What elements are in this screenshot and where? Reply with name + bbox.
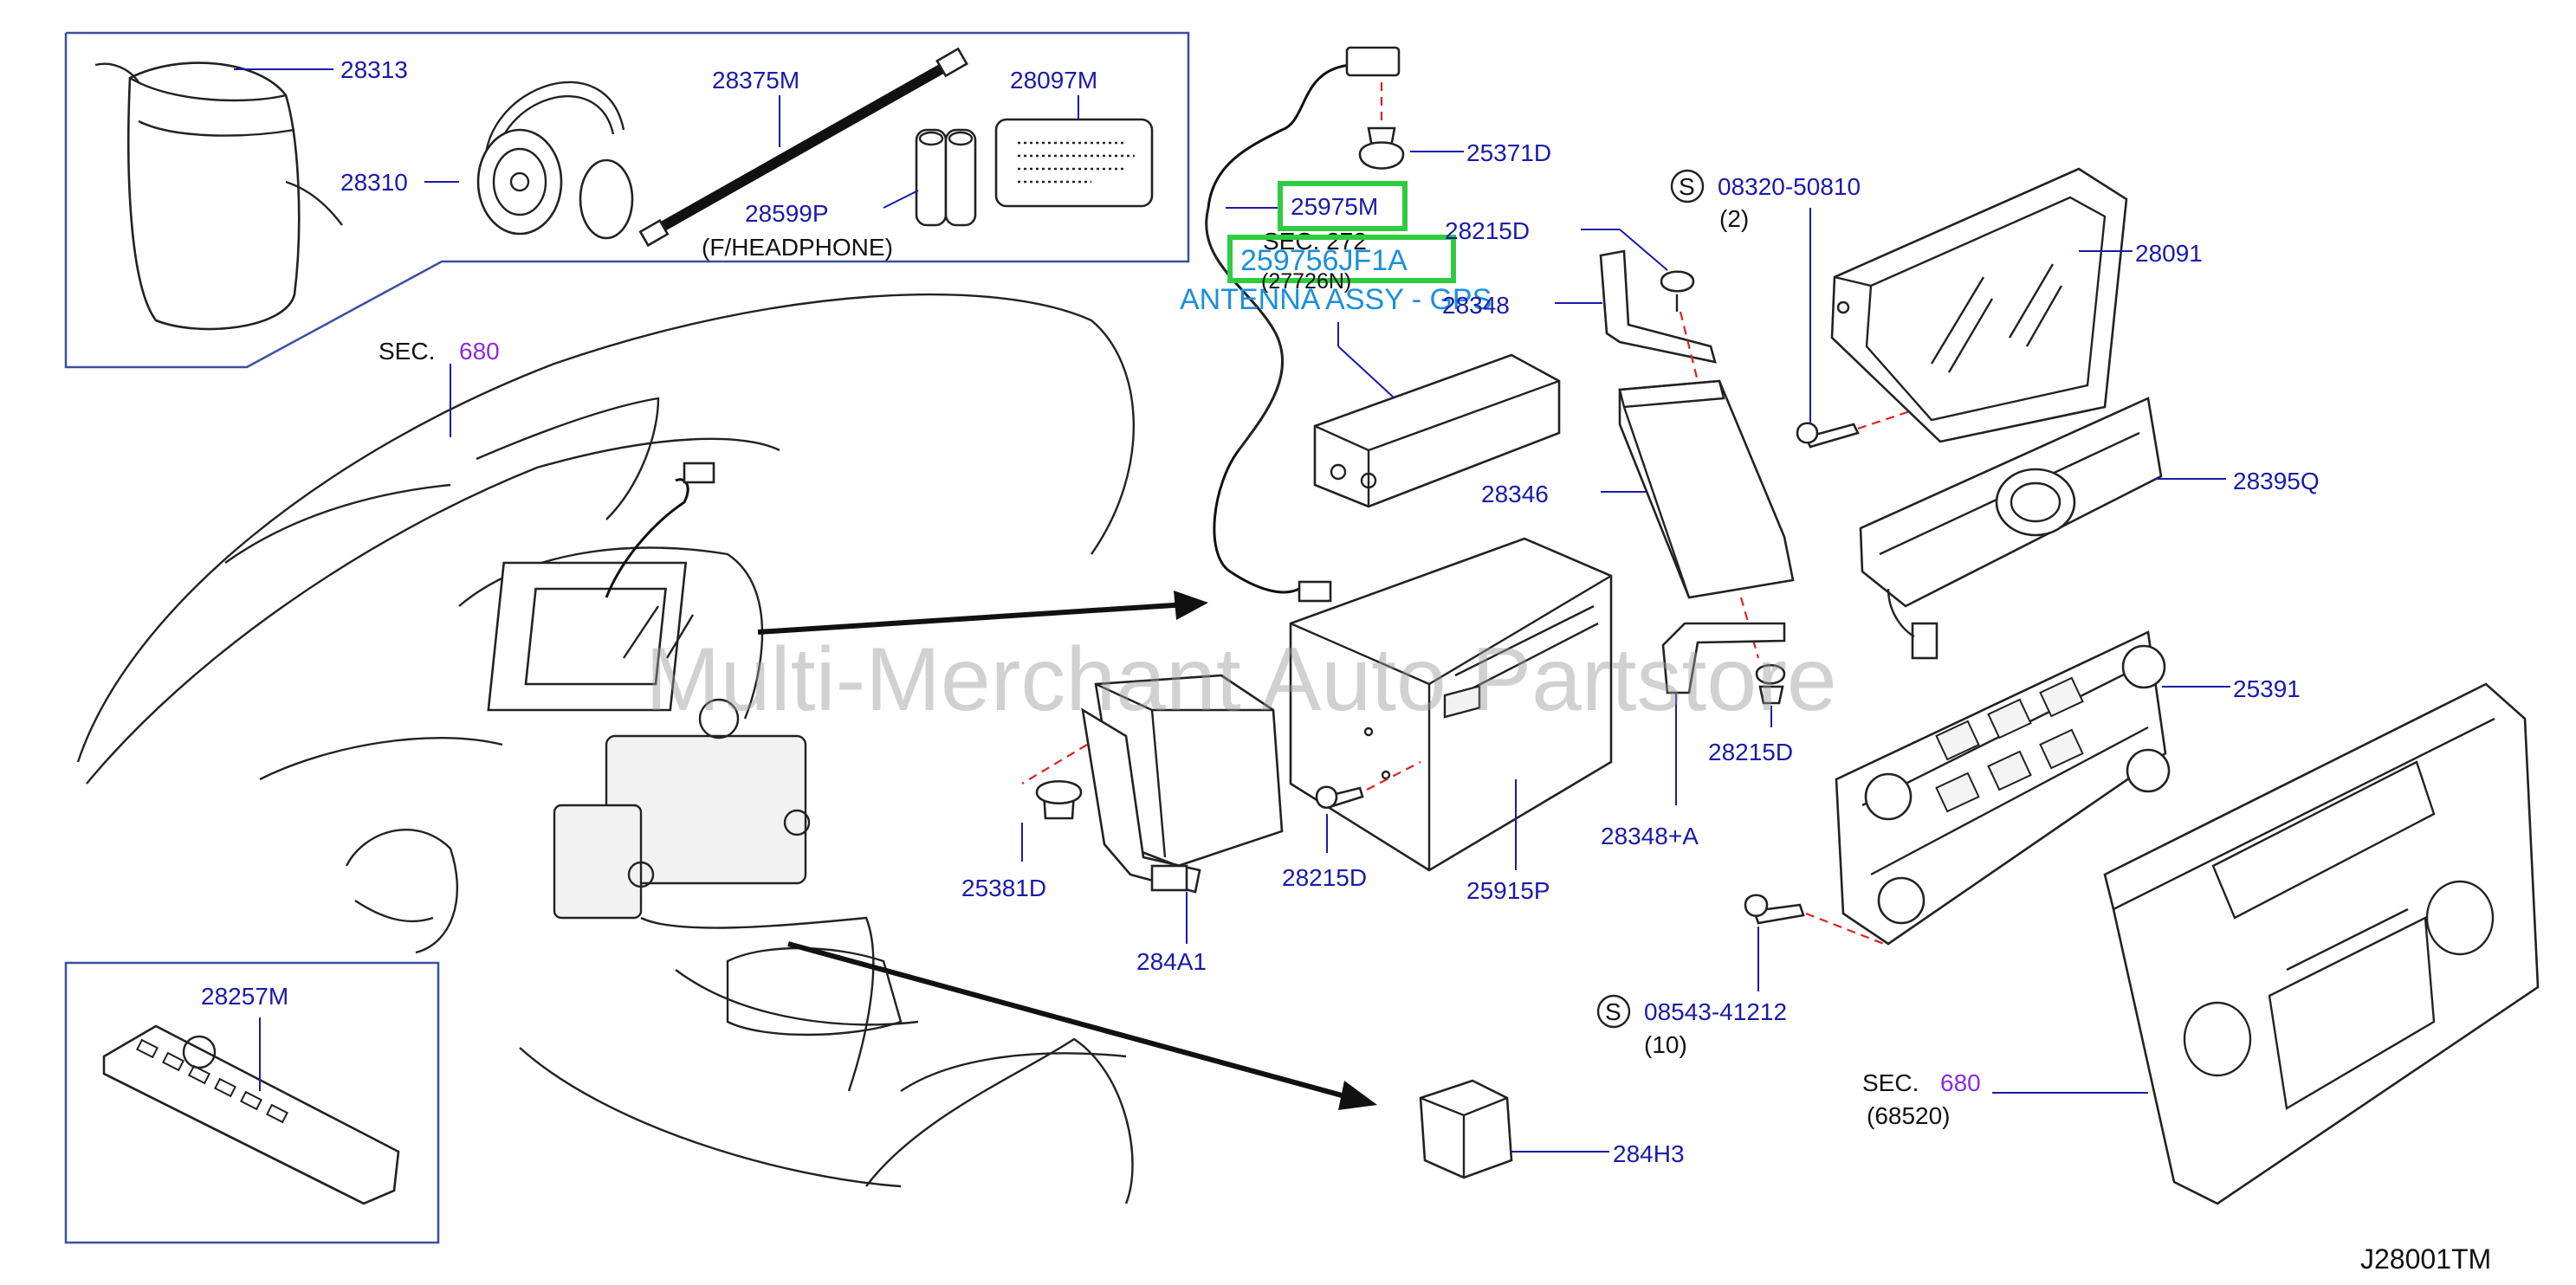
- remote-inset: 28257M: [64, 961, 440, 1244]
- label-27726N: (27726N): [1261, 269, 1351, 294]
- screw-25371D: [1358, 82, 1405, 170]
- label-28348: 28348: [1442, 292, 1510, 319]
- label-28215D-top: 28215D: [1445, 217, 1530, 244]
- label-sec680-low-num: 680: [1940, 1069, 1981, 1096]
- av-control-25391: [1835, 630, 2171, 946]
- bezel-finisher: [2103, 682, 2540, 1205]
- screw-08543: [1744, 894, 1885, 946]
- label-sec272: SEC. 272: [1263, 228, 1367, 255]
- label-28310: 28310: [340, 169, 408, 196]
- label-sec680-top-num: 680: [459, 338, 500, 365]
- label-25915P: 25915P: [1466, 877, 1550, 904]
- label-25975M: 25975M: [1291, 193, 1378, 220]
- gps-antenna-part: [1205, 46, 1401, 603]
- label-28346: 28346: [1481, 481, 1549, 507]
- label-284H3: 284H3: [1613, 1140, 1685, 1167]
- pouch-part: [127, 61, 301, 331]
- label-28599P: 28599P: [745, 200, 829, 227]
- arrows: [757, 591, 1377, 1110]
- label-sec680-top-word: SEC.: [379, 338, 435, 365]
- screw-28215D-low: [1315, 761, 1421, 810]
- headphone-inset-frame: [64, 31, 1190, 369]
- label-28215D-low: 28215D: [1282, 864, 1367, 891]
- headphone-inset: 28313 28310 28375M 28097M 28599P (F/HEAD…: [64, 31, 1190, 369]
- label-qty-10: (10): [1644, 1031, 1687, 1058]
- instruction-card-part: [994, 118, 1154, 208]
- label-28348A: 28348+A: [1601, 823, 1699, 849]
- label-08320-50810: 08320-50810: [1718, 173, 1861, 200]
- module-284A1: [1021, 674, 1284, 894]
- battery-part: [915, 128, 977, 227]
- label-28375M: 28375M: [712, 67, 799, 94]
- label-25371D: 25371D: [1466, 139, 1551, 166]
- label-s-low: S: [1605, 998, 1621, 1025]
- dashboard-sketch: [76, 293, 1135, 1204]
- bracket-28348: [1599, 249, 1717, 382]
- label-259756JF1A: 259756JF1A: [1240, 244, 1408, 277]
- control-panel-28395Q: [1859, 397, 2163, 660]
- watermark: Multi-Merchant Auto Partstore: [645, 630, 1837, 730]
- highlight-25975M: [1278, 181, 1408, 231]
- usb-module-284H3: [1419, 684, 1513, 1179]
- label-28215D-mid: 28215D: [1708, 739, 1793, 765]
- label-28257M: 28257M: [201, 983, 288, 1010]
- label-25381D: 25381D: [961, 875, 1046, 901]
- diagram-code: J28001TM: [2360, 1243, 2491, 1275]
- headphones-part: [476, 81, 634, 240]
- label-25391: 25391: [2233, 675, 2301, 702]
- label-68520: (68520): [1867, 1102, 1951, 1129]
- label-qty-2: (2): [1719, 205, 1749, 232]
- highlight-259756JF1A: [1227, 235, 1456, 283]
- screw-08320: [1796, 410, 1911, 449]
- screw-25381D: [1035, 779, 1083, 820]
- module-28346: [1618, 379, 1795, 599]
- label-28313: 28313: [340, 56, 408, 83]
- label-28091: 28091: [2135, 240, 2203, 267]
- label-28097M: 28097M: [1010, 67, 1097, 94]
- label-antenna-assy: ANTENNA ASSY - GPS: [1180, 283, 1492, 316]
- label-284A1: 284A1: [1136, 948, 1207, 975]
- remote-inset-frame: [64, 961, 440, 1244]
- label-headphone: (F/HEADPHONE): [702, 234, 893, 261]
- label-08543-41212: 08543-41212: [1644, 998, 1787, 1025]
- tv-tuner-module: [1313, 353, 1561, 508]
- headphone-cable-part: [647, 60, 951, 239]
- label-28395Q: 28395Q: [2233, 468, 2320, 494]
- label-sec680-low-word: SEC.: [1862, 1069, 1919, 1096]
- label-s-top: S: [1679, 173, 1695, 200]
- display-28091: [1830, 167, 2128, 443]
- bracket-28348A: [1661, 622, 1786, 705]
